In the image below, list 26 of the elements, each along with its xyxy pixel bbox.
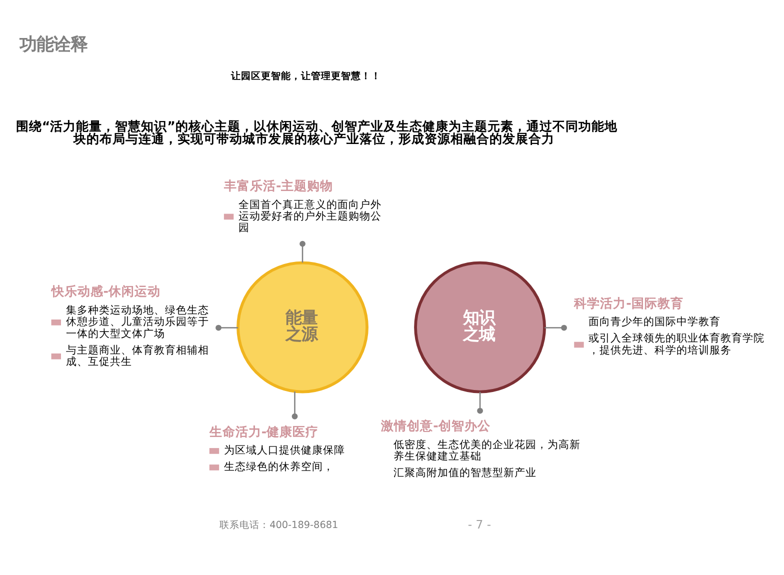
node-label: 全国首个真正意义的面向户外运动爱好者的户外主题购物公园 [238,197,382,234]
node-label: 或引入全球领先的职业体育教育学院，提供先进、科学的培训服务 [588,331,765,356]
label: 联系电话：400-189-8681 [220,520,338,531]
connector [477,391,483,414]
node-label: 生态绿色的休养空间， [224,460,334,473]
node-label: 生命活力-健康医疗 [209,423,319,438]
node-box [224,213,234,220]
connector [216,324,238,330]
diagram-title: 功能诠释 [20,34,88,54]
node-circle: 能量之源 [236,260,368,393]
label: - 7 - [468,517,492,532]
node-label: 科学活力-国际教育 [574,294,684,310]
node-label: 快乐动感-休闲运动 [51,283,161,298]
node-label: 为区域人口提供健康保障 [224,443,345,456]
node-label: 面向青少年的国际中学教育 [588,314,721,328]
connector [544,324,567,330]
connector [292,391,298,419]
label: 围绕“活力能量，智慧知识”的核心主题，以休闲运动、创智产业及生态健康为主题元素，通过不同功能地块的布局与连通，实现可带动城市发展的核心产业落位，形成资源相融合的发展合力 [16,118,618,146]
node-label: 丰富乐活-主题购物 [224,177,334,192]
label: 让园区更智能，让管理更智慧！！ [231,70,382,82]
node-circle: 知识之城 [414,260,546,393]
node-box [574,341,584,348]
connector [300,240,306,262]
node-text: 激情创意-创智办公 低密度、生态优美的企业花园，为高新养生保健建立基础 汇聚高附加值的智慧型新产业 [381,418,581,478]
node-label: 与主题商业、体育教育相辅相成、互促共生 [66,342,209,368]
node-label: 集多种类运动场地、绿色生态休憩步道、儿童活动乐园等于一体的大型文体广场 [66,303,209,340]
